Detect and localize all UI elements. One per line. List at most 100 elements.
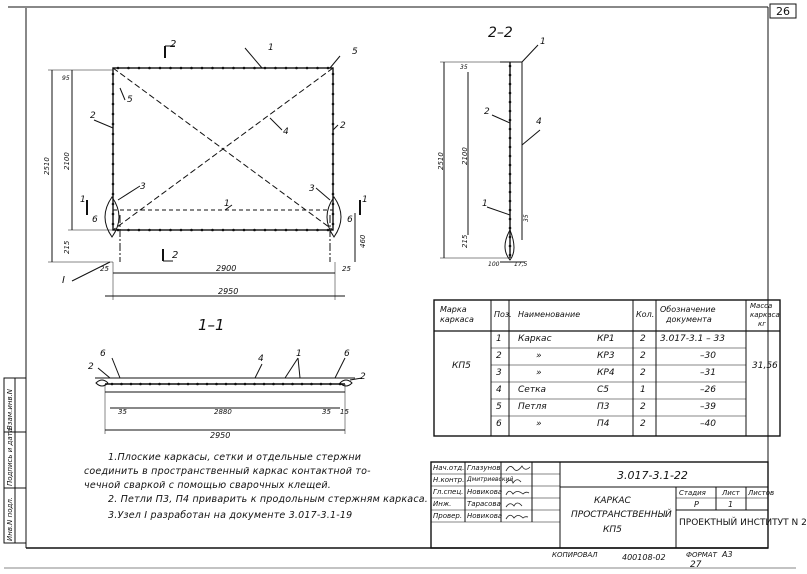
callout-3-left: 3	[140, 182, 146, 192]
rebar-dot	[508, 145, 512, 149]
spec-name: »	[536, 419, 542, 429]
spec-qty: 2	[640, 402, 646, 412]
rebar-dot	[242, 66, 246, 70]
copy-number: 400108-02	[622, 553, 666, 562]
spec-qty: 1	[640, 385, 646, 395]
spec-name: Сетка	[518, 385, 547, 395]
rebar-dot	[169, 228, 172, 232]
spec-type: П3	[597, 402, 610, 412]
rebar-dot	[111, 142, 115, 146]
rebar-dot	[319, 382, 323, 386]
rebar-dot	[338, 382, 342, 386]
rebar-dot	[211, 228, 214, 232]
rebar-dot	[111, 212, 115, 216]
section-2-2-title: 2–2	[488, 25, 513, 41]
sheet-value: 1	[728, 500, 734, 509]
callout-5-left: 5	[127, 95, 133, 105]
rebar-dot	[243, 382, 247, 386]
note-2: 2. Петли П3, П4 приварить к продольным с…	[108, 494, 428, 505]
rebar-dot	[110, 382, 114, 386]
spec-header-mass-3: кг	[758, 320, 766, 328]
rebar-dot	[221, 66, 225, 70]
rebar-dot	[158, 66, 162, 70]
callout-1-bottom: 1	[224, 199, 230, 209]
rebar-dot	[508, 163, 512, 167]
title-line-2: ПРОСТРАНСТВЕННЫЙ	[571, 510, 672, 520]
stage-header-sheet: Лист	[722, 489, 740, 497]
rebar-dot	[508, 244, 512, 248]
rebar-dot	[508, 190, 512, 194]
rebar-dot	[331, 72, 335, 76]
rebar-dot	[111, 222, 115, 226]
sig-name: Дмитриевский	[467, 476, 514, 483]
rebar-dot	[127, 66, 130, 70]
title-line-1: КАРКАС	[594, 496, 631, 506]
rebar-dot	[295, 228, 298, 232]
format-value: А3	[722, 550, 733, 559]
spec-doc: –30	[700, 351, 716, 361]
rebar-dot	[205, 382, 209, 386]
rebar-dot	[508, 127, 512, 131]
spec-header-mass-2: каркаса	[750, 311, 780, 319]
note-1a: 1.Плоские каркасы, сетки и отдельные сте…	[108, 452, 362, 463]
spec-doc: –31	[700, 368, 716, 378]
rebar-dot	[331, 112, 335, 116]
rebar-dot	[148, 228, 151, 232]
rebar-dot	[111, 152, 115, 156]
dim-width-total: 2950	[218, 287, 239, 296]
organization: ПРОЕКТНЫЙ ИНСТИТУТ N 2	[679, 518, 807, 528]
rebar-dot	[111, 192, 115, 196]
sig-role: Провер.	[433, 512, 463, 520]
plan-callout-4: 4	[258, 354, 264, 364]
doc-code: 3.017-3.1-22	[617, 469, 688, 482]
sig-name: Глазунов	[467, 464, 501, 472]
dim-end-left: 25	[100, 265, 109, 273]
rebar-dot	[190, 66, 193, 70]
rebar-dot	[111, 202, 115, 206]
rebar-dot	[111, 132, 115, 136]
spec-type: КР3	[597, 351, 615, 361]
rebar-dot	[111, 82, 115, 86]
rebar-dot	[310, 382, 313, 386]
rebar-dot	[331, 182, 335, 186]
rebar-dot	[253, 66, 256, 70]
rebar-dot	[331, 202, 335, 206]
rebar-dot	[331, 222, 335, 226]
dim-width-inner: 2900	[216, 264, 237, 273]
rebar-dot	[272, 382, 275, 386]
spec-mark: КП5	[452, 361, 471, 371]
rebar-dot	[169, 66, 172, 70]
spec-type: П4	[597, 419, 610, 429]
rebar-dot	[508, 172, 512, 176]
rebar-dot	[274, 228, 277, 232]
plan-callout-6-left: 6	[100, 349, 106, 359]
spec-table-frame	[433, 299, 781, 437]
side-callout-4: 4	[536, 117, 542, 127]
plan-dim-inner: 2880	[214, 408, 232, 416]
sig-name: Новикова	[467, 512, 503, 520]
sheet-number: 26	[776, 5, 790, 18]
rebar-dot	[224, 382, 228, 386]
spec-pos: 3	[496, 368, 502, 378]
rebar-dot	[508, 226, 512, 230]
sig-role: Н.контр.	[433, 476, 465, 484]
rebar-dot	[331, 172, 335, 176]
loop-right	[326, 196, 342, 238]
rebar-dot	[111, 72, 115, 76]
rebar-dot	[329, 382, 332, 386]
rebar-dot	[200, 66, 204, 70]
rebar-dot	[331, 152, 335, 156]
rebar-dot	[137, 228, 141, 232]
rebar-dot	[129, 382, 133, 386]
spec-header-pos: Поз.	[494, 310, 512, 319]
plan-dim-end: 15	[340, 408, 349, 416]
callout-6-left: 6	[92, 215, 98, 225]
rebar-dot	[196, 382, 199, 386]
rebar-dot	[508, 217, 512, 221]
plan-callout-2-left: 2	[88, 362, 94, 372]
side-callout-1b: 1	[482, 199, 488, 209]
rebar-dot	[508, 100, 512, 104]
rebar-dot	[263, 228, 267, 232]
rebar-dot	[508, 208, 512, 212]
